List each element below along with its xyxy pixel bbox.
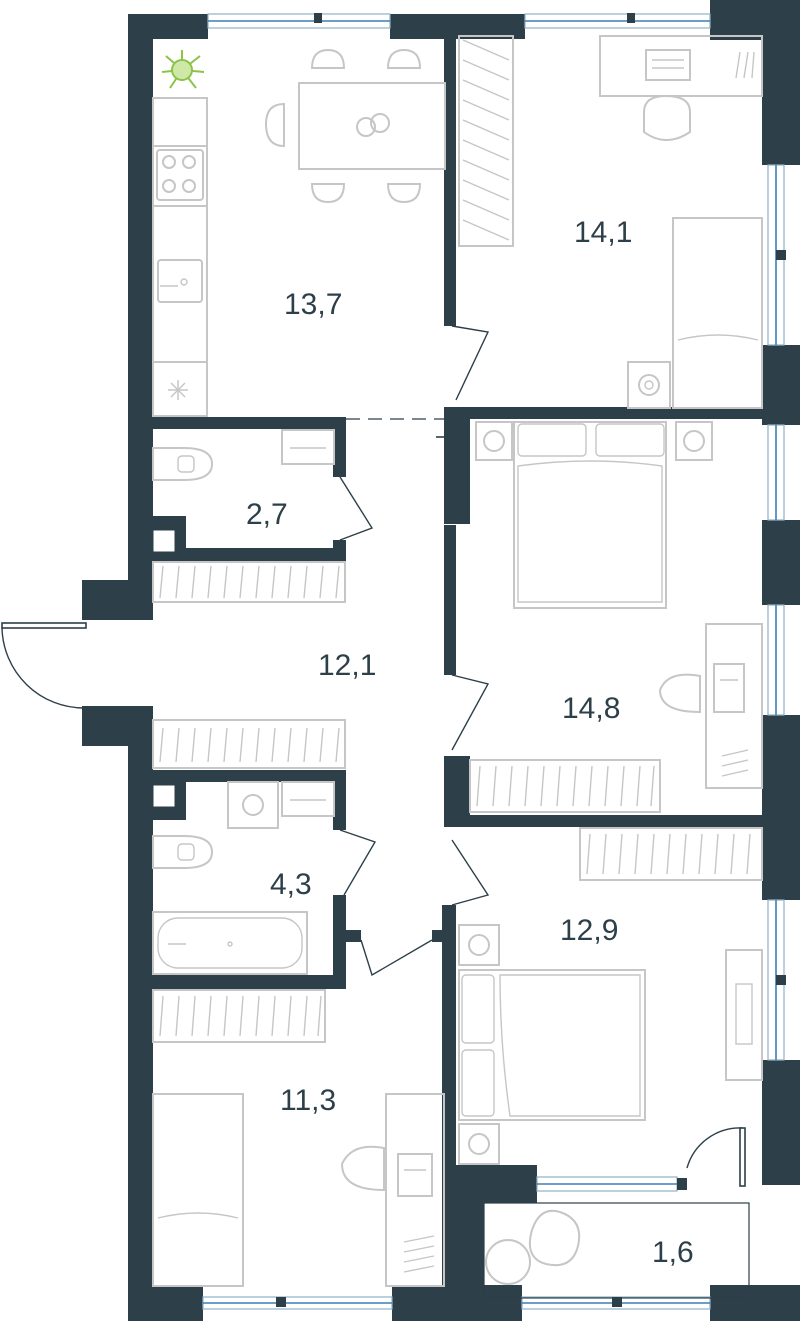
room-area-kitchen: 13,7 — [284, 288, 342, 321]
room-area-bedroom-top-right: 14,1 — [574, 216, 632, 249]
room-area-bedroom-lower-right: 12,9 — [560, 914, 618, 947]
area-labels: 13,7 14,1 2,7 12,1 14,8 4,3 12,9 11,3 1,… — [246, 216, 694, 1269]
room-area-wc: 2,7 — [246, 498, 288, 531]
walls — [82, 0, 800, 1321]
snowflake-icon — [168, 380, 188, 400]
plant-icon — [161, 50, 205, 89]
furniture — [152, 35, 763, 1287]
doors — [1, 325, 746, 1187]
windows — [202, 13, 786, 1310]
room-area-bedroom-lower-left: 11,3 — [280, 1084, 336, 1117]
room-area-bathroom: 4,3 — [270, 868, 312, 901]
room-area-hallway: 12,1 — [318, 649, 376, 682]
room-area-bedroom-master: 14,8 — [562, 692, 620, 725]
room-area-balcony: 1,6 — [652, 1236, 694, 1269]
